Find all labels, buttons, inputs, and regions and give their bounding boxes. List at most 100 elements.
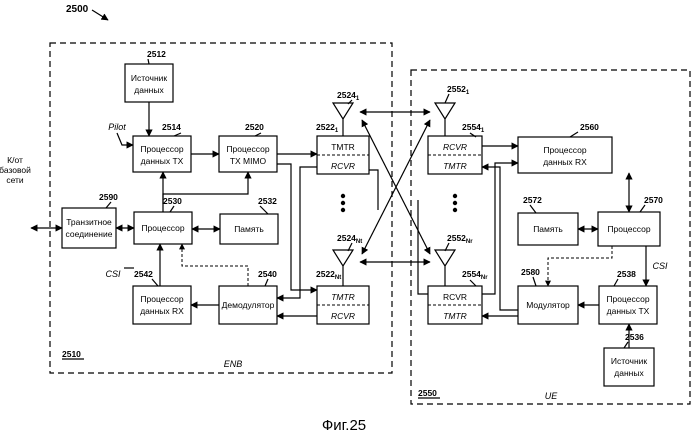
enb-ant-bottom-ref: 2524Nt [337, 233, 362, 245]
enb-trx-top-tmtr: TMTR [331, 142, 355, 152]
enb-data-source-line2: данных [134, 85, 164, 95]
arrow-demod-csi-to-processor [182, 244, 248, 286]
ue-processor-label: Процессор [607, 224, 650, 234]
enb-data-source-ref: 2512 [147, 49, 166, 59]
arrow-mimo-to-trx-bottom [277, 164, 317, 290]
enb-processor-label: Процессор [141, 223, 184, 233]
enb-tx-data-proc-ref: 2514 [162, 122, 181, 132]
enb-tx-data-proc-line1: Процессор [140, 144, 183, 154]
leader-ue-trx-bottom [470, 280, 476, 286]
ue-data-source-line1: Источник [611, 356, 648, 366]
arrow-mod-to-ue-trx-top [482, 167, 518, 310]
enb-rx-data-proc-box [133, 286, 191, 324]
enb-data-source-box [125, 64, 173, 102]
arrow-ue-processor-csi-to-mod [548, 246, 612, 286]
enb-processor-ref: 2530 [163, 196, 182, 206]
leader-enb-memory [260, 206, 268, 214]
ue-rx-data-proc-line1: Процессор [543, 145, 586, 155]
ue-rx-data-proc-ref: 2560 [580, 122, 599, 132]
ue-trx-top-tmtr: TMTR [443, 161, 467, 171]
leader-ue-data-source [624, 342, 628, 348]
leader-enb-processor [170, 206, 174, 212]
enb-tx-mimo-proc-line2: TX MIMO [230, 156, 267, 166]
ue-modulator-ref: 2580 [521, 267, 540, 277]
arrow-trx-top-to-demod [277, 167, 317, 298]
enb-backhaul-line1: Транзитное [66, 217, 112, 227]
enb-trx-bottom-tmtr: TMTR [331, 292, 355, 302]
enb-tx-mimo-proc-box [219, 136, 277, 172]
ue-rx-data-proc-box [518, 137, 612, 173]
leader-enb-demodulator [265, 279, 268, 286]
ue-csi-label: CSI [652, 261, 668, 271]
enb-tx-data-proc-box [133, 136, 191, 172]
ue-data-source-ref: 2536 [625, 332, 644, 342]
enb-memory-label: Память [234, 224, 264, 234]
enb-trx-bottom-ref: 2522Nt [316, 269, 341, 281]
enb-csi-label: CSI [105, 269, 121, 279]
ue-antenna-top-icon [435, 103, 455, 136]
ue-rx-data-proc-line2: данных RX [543, 157, 587, 167]
ue-data-source-line2: данных [614, 368, 644, 378]
ue-modulator-label: Модулятор [526, 300, 570, 310]
ue-ellipsis-dot [453, 201, 457, 205]
figure-number-leader [92, 10, 108, 20]
ue-trx-top-ref: 25541 [462, 122, 485, 134]
ue-memory-label: Память [533, 224, 563, 234]
enb-ellipsis-dot [341, 208, 345, 212]
enb-backhaul-box [62, 208, 116, 248]
ue-tx-data-proc-line2: данных TX [607, 306, 650, 316]
ue-antenna-bottom-icon [435, 250, 455, 286]
enb-trx-bottom-rcvr: RCVR [331, 311, 355, 321]
enb-tx-data-proc-line2: данных TX [141, 156, 184, 166]
ue-trx-bottom-ref: 2554Nr [462, 269, 488, 281]
external-link-line1: К/от [7, 155, 23, 165]
pilot-arrow [117, 133, 133, 145]
ue-ref: 2550 [418, 388, 437, 398]
enb-memory-ref: 2532 [258, 196, 277, 206]
leader-ue-processor [640, 205, 645, 212]
enb-trx-top-ref: 25221 [316, 122, 339, 134]
leader-enb-rx-data-proc [152, 279, 158, 286]
enb-ellipsis-dot [341, 201, 345, 205]
leader-ue-rx-data-proc [570, 132, 578, 137]
figure-number: 2500 [66, 4, 89, 15]
ue-ellipsis-dot [453, 208, 457, 212]
enb-ref: 2510 [62, 349, 81, 359]
enb-ant-top-ref: 25241 [337, 90, 360, 102]
enb-rx-data-proc-line2: данных RX [140, 306, 184, 316]
leader-ue-memory [530, 205, 536, 213]
leader-ue-ant-top [445, 94, 449, 103]
ue-data-source-box [604, 348, 654, 386]
enb-label: ENB [224, 359, 243, 369]
enb-tx-mimo-proc-line1: Процессор [226, 144, 269, 154]
ue-ellipsis-dot [453, 194, 457, 198]
enb-trx-top-rx-bus [369, 170, 378, 210]
external-link-line2: базовой [0, 165, 31, 175]
figure-caption: Фиг.25 [322, 417, 366, 434]
leader-enb-data-source [148, 59, 149, 64]
enb-backhaul-line2: соединение [66, 229, 113, 239]
enb-rx-data-proc-line1: Процессор [140, 294, 183, 304]
leader-ue-modulator [533, 277, 536, 286]
enb-pilot-label: Pilot [108, 122, 126, 132]
enb-data-source-line1: Источник [131, 73, 168, 83]
ue-tx-data-proc-box [599, 286, 657, 324]
ue-label: UE [545, 391, 558, 401]
ue-tx-data-proc-ref: 2538 [617, 269, 636, 279]
enb-ellipsis-dot [341, 194, 345, 198]
ue-trx-bottom-tmtr: TMTR [443, 311, 467, 321]
ue-trx-top-rcvr: RCVR [443, 142, 467, 152]
ue-processor-ref: 2570 [644, 195, 663, 205]
leader-enb-backhaul [106, 202, 111, 208]
enb-tx-mimo-proc-ref: 2520 [245, 122, 264, 132]
ue-memory-ref: 2572 [523, 195, 542, 205]
leader-ue-tx-data-proc [614, 279, 618, 286]
enb-demodulator-ref: 2540 [258, 269, 277, 279]
enb-trx-top-rcvr: RCVR [331, 161, 355, 171]
enb-backhaul-ref: 2590 [99, 192, 118, 202]
enb-demodulator-label: Демодулятор [222, 300, 275, 310]
ue-tx-data-proc-line1: Процессор [606, 294, 649, 304]
ue-trx-bottom-rcvr: RCVR [443, 292, 467, 302]
enb-rx-data-proc-ref: 2542 [134, 269, 153, 279]
